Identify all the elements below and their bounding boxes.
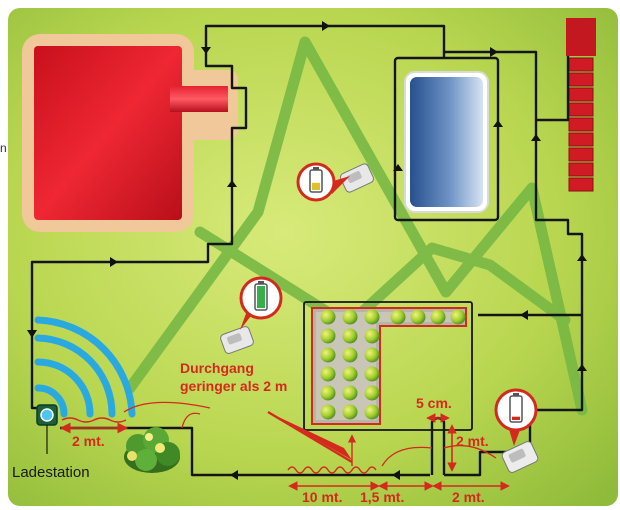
flower-ball bbox=[364, 328, 380, 344]
tower-block bbox=[568, 117, 594, 132]
red-tower bbox=[566, 18, 596, 192]
wavy-wire bbox=[287, 466, 377, 474]
dimension-station bbox=[59, 401, 211, 434]
mower-path bbox=[124, 36, 588, 416]
flower-ball bbox=[364, 366, 380, 382]
flower-ball bbox=[364, 404, 380, 420]
tower-block bbox=[568, 162, 594, 177]
mower-right bbox=[494, 388, 539, 473]
mower-upper bbox=[296, 162, 375, 202]
flower-ball bbox=[342, 366, 358, 382]
flower-ball bbox=[320, 385, 336, 401]
edge-letter: n bbox=[0, 141, 7, 155]
flower-ball bbox=[320, 404, 336, 420]
tower-block bbox=[568, 132, 594, 147]
flower-ball bbox=[430, 309, 446, 325]
flower-ball bbox=[320, 328, 336, 344]
battery-level bbox=[257, 286, 265, 308]
battery-level bbox=[512, 416, 520, 420]
flower-ball bbox=[364, 385, 380, 401]
flower-ball bbox=[342, 328, 358, 344]
tower-block bbox=[568, 72, 594, 87]
dim-2mt-bottom: 2 mt. bbox=[452, 489, 485, 505]
charging-station-icon bbox=[36, 404, 58, 454]
mower-left bbox=[220, 276, 283, 354]
tower-block bbox=[568, 147, 594, 162]
dim-1-5mt: 1,5 mt. bbox=[360, 489, 404, 505]
flower-ball bbox=[450, 309, 466, 325]
passage-line-2: geringer als 2 m bbox=[180, 378, 287, 394]
tower-block bbox=[568, 102, 594, 117]
dim-2mt-vertical: 2 mt. bbox=[456, 433, 489, 449]
flower-ball bbox=[320, 366, 336, 382]
tower-block bbox=[568, 57, 594, 72]
dimension-bottom bbox=[288, 413, 510, 491]
flower-ball bbox=[342, 385, 358, 401]
flower-ball bbox=[390, 309, 406, 325]
garden-bed bbox=[311, 307, 467, 425]
tower-block bbox=[568, 177, 594, 192]
dim-2mt-station: 2 mt. bbox=[72, 433, 105, 449]
flower-ball bbox=[342, 309, 358, 325]
dim-10mt: 10 mt. bbox=[302, 489, 342, 505]
flower-ball bbox=[342, 347, 358, 363]
flower-ball bbox=[364, 347, 380, 363]
battery-level bbox=[312, 182, 320, 190]
tower-block bbox=[568, 87, 594, 102]
flower-ball bbox=[320, 347, 336, 363]
dim-5cm: 5 cm. bbox=[416, 395, 452, 411]
pool bbox=[404, 71, 489, 213]
signal-arcs bbox=[34, 316, 136, 418]
wire-arrows bbox=[27, 21, 587, 480]
flower-ball bbox=[364, 309, 380, 325]
flower-ball bbox=[320, 309, 336, 325]
flower-ball bbox=[410, 309, 426, 325]
flower-ball bbox=[342, 404, 358, 420]
station-label: Ladestation bbox=[12, 464, 90, 481]
passage-line-1: Durchgang bbox=[180, 360, 254, 376]
flower-bush bbox=[124, 427, 180, 473]
passage-annotation: Durchgang geringer als 2 m bbox=[180, 360, 357, 466]
house bbox=[22, 34, 238, 232]
